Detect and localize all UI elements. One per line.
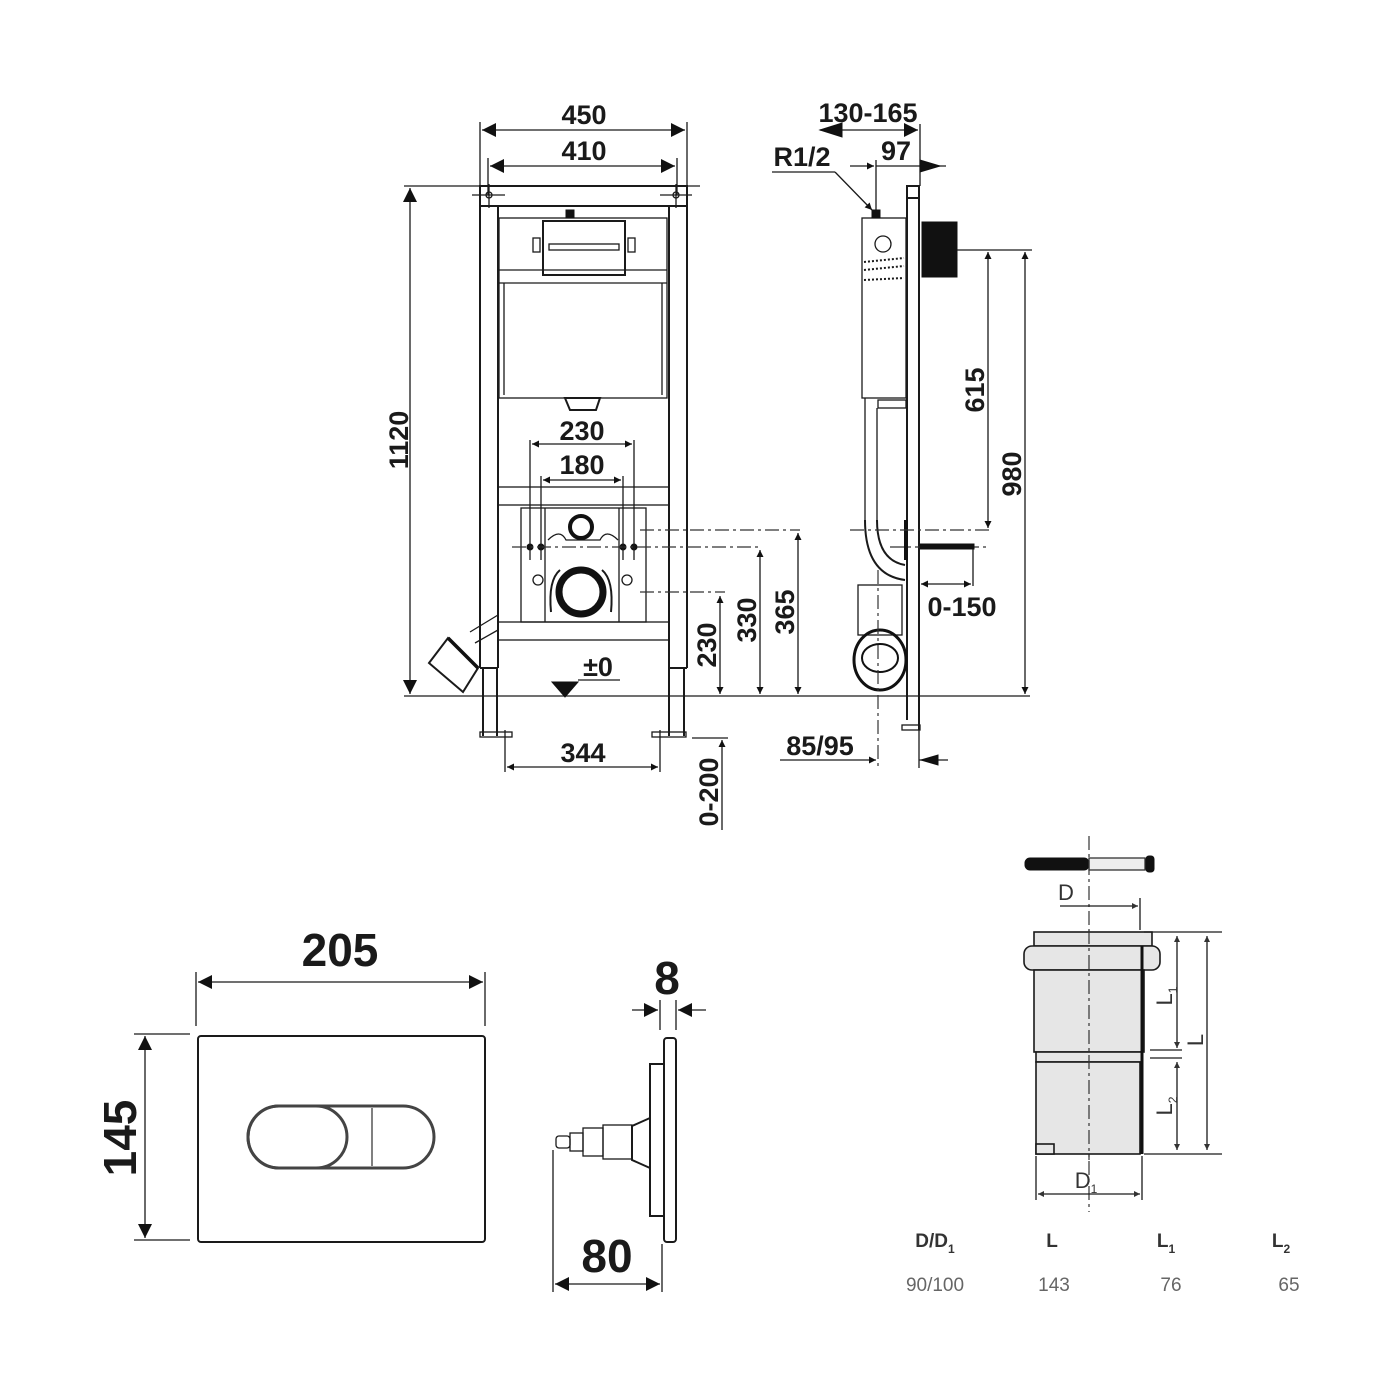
dimension-bolt-spacing: 230 180 [529,416,635,560]
table-cell: 76 [1160,1275,1181,1296]
table-header-l2: L2 [1272,1231,1291,1256]
dimension-drain-offset: 85/95 [780,730,948,768]
dim-145-label: 145 [94,1100,146,1177]
table-header-l: L [1046,1231,1058,1252]
dim-230-spacing-label: 230 [559,416,604,446]
installation-frame [427,184,800,738]
dim-8-label: 8 [654,952,680,1004]
dim-80-label: 80 [581,1230,632,1282]
dim-180-label: 180 [559,450,604,480]
table-cell: 65 [1278,1275,1299,1296]
dim-615-label: 615 [960,367,990,412]
label-l: L [1183,1034,1208,1046]
flush-button-oval [246,1104,349,1170]
inlet-thread-callout: R1/2 [772,142,873,211]
dimension-foot-adjust: 0-200 [692,737,728,830]
dim-1120-label: 1120 [384,411,414,470]
dim-205-label: 205 [302,924,379,976]
label-l1: L1 [1152,986,1180,1005]
dim-0-200-label: 0-200 [694,757,724,826]
table-header-l1: L1 [1157,1231,1176,1256]
side-frame [850,185,1032,770]
dimension-connection-heights: 230 330 365 [692,533,802,694]
dim-0-150-label: 0-150 [927,592,996,622]
floor-zero-label: ±0 [583,652,613,682]
table-cell: 143 [1038,1275,1070,1296]
floor-level: ±0 [404,652,1030,698]
table-header-d-d1: D/D1 [915,1231,955,1256]
dimension-feet-spacing: 344 [504,730,661,772]
dim-85-95-label: 85/95 [786,731,854,761]
dimension-depth-inlet: 97 [850,136,946,212]
label-d: D [1058,880,1074,905]
pipe-connector: D D1 L1 L L2 [1023,836,1222,1212]
dim-97-label: 97 [881,136,911,166]
dimension-depth-range: 130-165 [818,98,921,186]
dim-410-label: 410 [561,136,606,166]
side-view: 130-165 97 R1/2 [772,98,1032,770]
flush-plate-side: 8 80 [552,952,706,1292]
table-cell: 90/100 [906,1275,964,1296]
dim-230-height-label: 230 [692,622,722,667]
dim-450-label: 450 [561,100,606,130]
dim-330-label: 330 [732,597,762,642]
dimension-width-inner: 410 [487,136,678,195]
dimension-width-outer: 450 [479,100,688,190]
pipe-dimension-table: D/D1 L L1 L2 90/100 143 76 65 [906,1231,1300,1296]
front-view: 450 410 1120 [384,100,1030,830]
label-l2: L2 [1152,1096,1180,1115]
r-half-label: R1/2 [773,142,830,172]
dimension-flush-heights: 615 980 [960,252,1029,694]
dim-130-165-label: 130-165 [818,98,917,128]
flush-plate-front: 205 145 [94,924,486,1243]
label-d1: D1 [1075,1168,1098,1196]
dim-980-label: 980 [997,451,1027,496]
flush-plate-outline [197,1035,486,1243]
dim-365-label: 365 [770,589,800,634]
dim-344-label: 344 [560,738,605,768]
dimension-wall-offset: 0-150 [921,580,997,622]
